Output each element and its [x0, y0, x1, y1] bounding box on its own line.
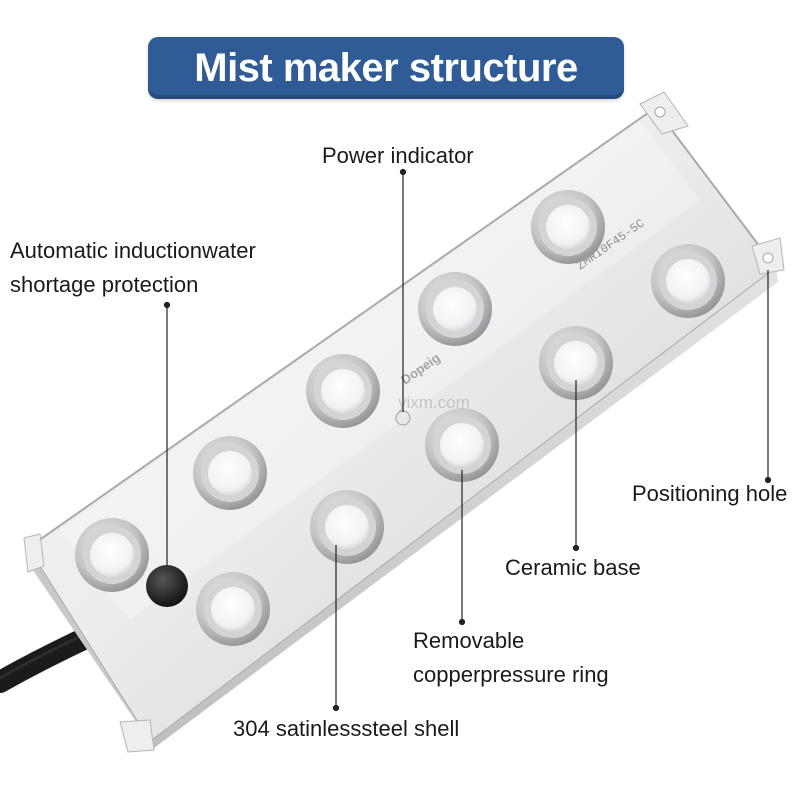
- transducer-3: [306, 354, 380, 428]
- transducer-1: [75, 518, 149, 592]
- power-led: [395, 410, 411, 426]
- label-removable-ring-line1: Removable: [413, 628, 525, 653]
- transducer-6: [196, 572, 270, 646]
- power-cable: [0, 624, 103, 693]
- transducer-5: [531, 190, 605, 264]
- water-level-sensor: [146, 565, 188, 607]
- positioning-hole: [654, 106, 666, 118]
- transducer-2: [193, 436, 267, 510]
- transducer-8: [425, 408, 499, 482]
- transducer-4: [418, 272, 492, 346]
- label-ceramic-base: Ceramic base: [505, 555, 641, 580]
- title-banner: Mist maker structure: [148, 37, 624, 99]
- diagram-title: Mist maker structure: [194, 45, 578, 90]
- transducer-7: [310, 490, 384, 564]
- label-positioning-hole: Positioning hole: [632, 481, 788, 506]
- positioning-hole: [762, 252, 774, 264]
- label-power-indicator: Power indicator: [322, 143, 474, 168]
- label-water-protection-line1: Automatic inductionwater: [10, 238, 256, 263]
- transducer-9: [539, 326, 613, 400]
- label-removable-ring-line2: copperpressure ring: [413, 662, 609, 687]
- label-water-protection-line2: shortage protection: [10, 272, 199, 297]
- label-steel-shell: 304 satinlesssteel shell: [233, 716, 460, 741]
- watermark: yixm.com: [398, 393, 470, 412]
- transducer-10: [651, 244, 725, 318]
